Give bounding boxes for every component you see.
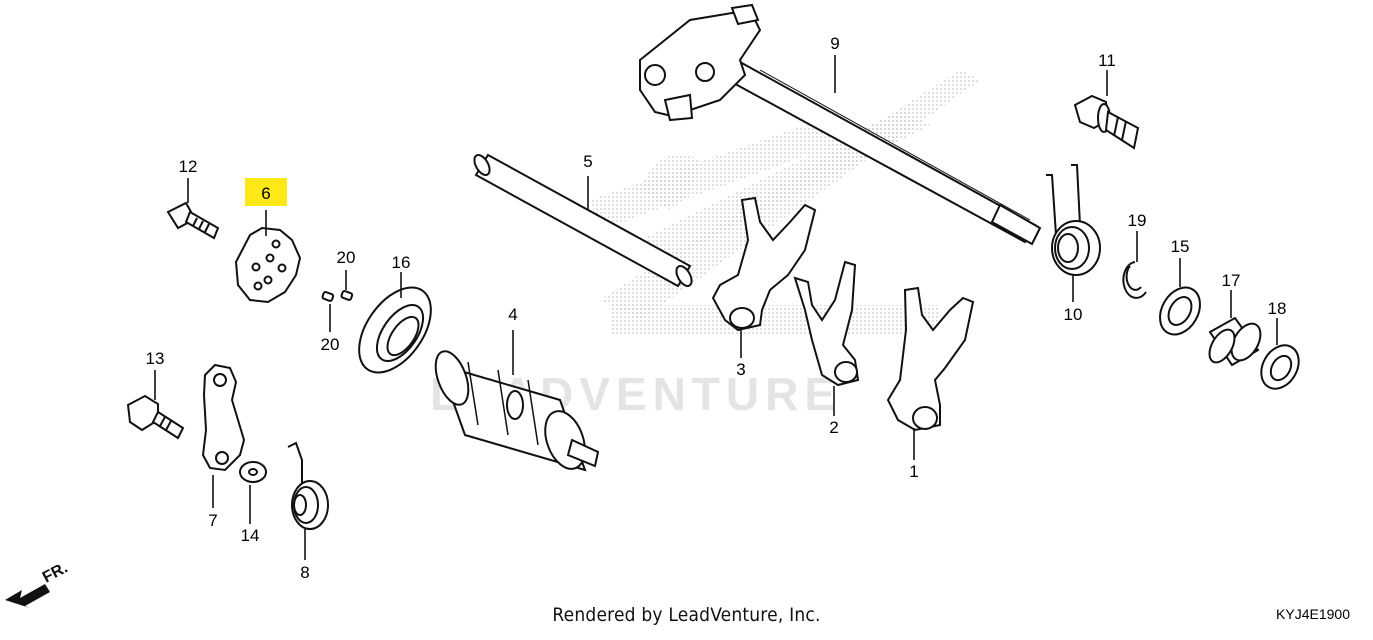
- part-11-bolt: [1073, 94, 1140, 150]
- part-5-fork-shaft: [473, 153, 693, 288]
- front-marker: FR.: [40, 559, 71, 586]
- part-7-stopper-arm: [201, 363, 246, 472]
- callout-9[interactable]: 9: [830, 34, 839, 53]
- part-6-shift-drum-center: [234, 226, 302, 304]
- part-2-shift-fork: [793, 260, 860, 387]
- callout-13[interactable]: 13: [146, 349, 165, 368]
- callout-10[interactable]: 10: [1064, 305, 1083, 324]
- front-direction-arrow-icon: FR.: [5, 559, 71, 608]
- leader-lines: [154, 55, 1278, 560]
- callout-12[interactable]: 12: [179, 157, 198, 176]
- part-1-shift-fork: [886, 286, 975, 432]
- rendered-by-credit: Rendered by LeadVenture, Inc.: [552, 604, 821, 626]
- callout-2[interactable]: 2: [829, 418, 838, 437]
- diagram-code: KYJ4E1900: [1276, 606, 1350, 622]
- part-16-bearing: [358, 286, 432, 374]
- part-20-dowel-pins: [321, 290, 354, 302]
- part-19-circlip: [1122, 261, 1147, 299]
- callout-6[interactable]: 6: [261, 184, 270, 203]
- part-9-gearshift-spindle: [639, 3, 1042, 246]
- callout-14[interactable]: 14: [241, 526, 260, 545]
- callout-1[interactable]: 1: [909, 462, 918, 481]
- callout-19[interactable]: 19: [1128, 211, 1147, 230]
- callout-labels: 1 2 3 4 5 6 7 8 9 10 11 12 13 14 15 16 1…: [146, 34, 1287, 582]
- part-3-shift-fork: [711, 196, 817, 332]
- callout-8[interactable]: 8: [300, 563, 309, 582]
- callout-20-bottom[interactable]: 20: [321, 335, 340, 354]
- part-10-return-spring: [1046, 164, 1101, 276]
- callout-20-top[interactable]: 20: [337, 248, 356, 267]
- callout-16[interactable]: 16: [392, 253, 411, 272]
- part-4-shift-drum: [434, 350, 600, 472]
- callout-5[interactable]: 5: [583, 152, 592, 171]
- part-13-bolt: [126, 394, 185, 440]
- callout-11[interactable]: 11: [1098, 51, 1116, 70]
- callout-7[interactable]: 7: [208, 511, 217, 530]
- callout-18[interactable]: 18: [1268, 299, 1287, 318]
- watermark-wing-logo: [590, 70, 980, 335]
- part-8-stopper-spring: [287, 441, 329, 530]
- part-18-oil-seal: [1260, 344, 1300, 390]
- part-15-washer: [1159, 286, 1201, 336]
- callout-4[interactable]: 4: [508, 305, 517, 324]
- callout-15[interactable]: 15: [1171, 237, 1190, 256]
- callout-6-highlight: [245, 178, 287, 206]
- part-14-washer: [239, 461, 267, 483]
- callout-3[interactable]: 3: [736, 360, 745, 379]
- part-12-bolt: [166, 201, 220, 240]
- callout-17[interactable]: 17: [1222, 271, 1241, 290]
- part-17-needle-bearing: [1208, 316, 1262, 367]
